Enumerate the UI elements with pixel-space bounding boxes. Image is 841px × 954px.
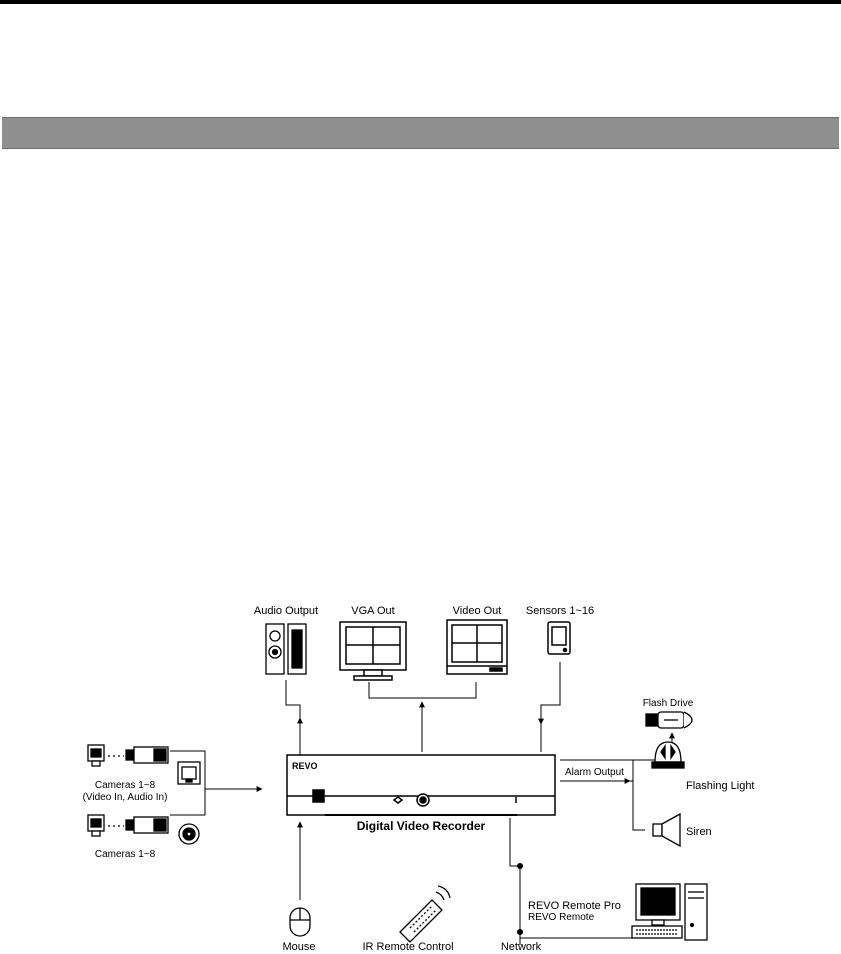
vga-monitor-icon (339, 621, 407, 681)
video-monitor-icon (446, 619, 508, 675)
network-port-icon (177, 761, 201, 785)
speaker-icon (265, 623, 307, 675)
flashing-light-icon (651, 741, 685, 769)
computer-icon (631, 883, 708, 941)
usb-drive-icon (645, 711, 693, 729)
vga-out-label: VGA Out (351, 605, 394, 617)
cameras-top-label: Cameras 1~8 (95, 780, 156, 791)
alarm-output-label: Alarm Output (565, 767, 624, 778)
dvr-brand-label: REVO (292, 761, 318, 771)
audio-output-label: Audio Output (254, 605, 318, 617)
remote-icon (399, 885, 451, 943)
cameras-bottom-label: Cameras 1~8 (95, 849, 156, 860)
dvr-icon (286, 754, 556, 816)
top-rule (0, 0, 841, 4)
cameras-top-sublabel: (Video In, Audio In) (83, 792, 168, 803)
flash-drive-label: Flash Drive (643, 698, 694, 709)
camera-icon (87, 744, 169, 767)
sensors-label: Sensors 1~16 (526, 605, 594, 617)
section-header-bar (2, 117, 839, 149)
siren-label: Siren (686, 826, 712, 838)
flashing-light-label: Flashing Light (686, 780, 755, 792)
video-out-label: Video Out (453, 605, 502, 617)
dvr-label: Digital Video Recorder (357, 819, 486, 833)
remote-pro-label: REVO Remote Pro (528, 900, 621, 912)
sensor-icon (547, 621, 571, 655)
siren-icon (652, 812, 681, 848)
mouse-label: Mouse (282, 941, 315, 953)
ir-remote-label: IR Remote Control (362, 941, 453, 953)
camera-icon (87, 814, 169, 837)
remote-label: REVO Remote (528, 912, 595, 923)
network-label: Network (501, 941, 542, 953)
connection-diagram: Audio Output VGA Out Video Out Sensors 1… (83, 605, 755, 953)
audio-jack-icon (178, 823, 200, 845)
mouse-icon (289, 907, 311, 937)
